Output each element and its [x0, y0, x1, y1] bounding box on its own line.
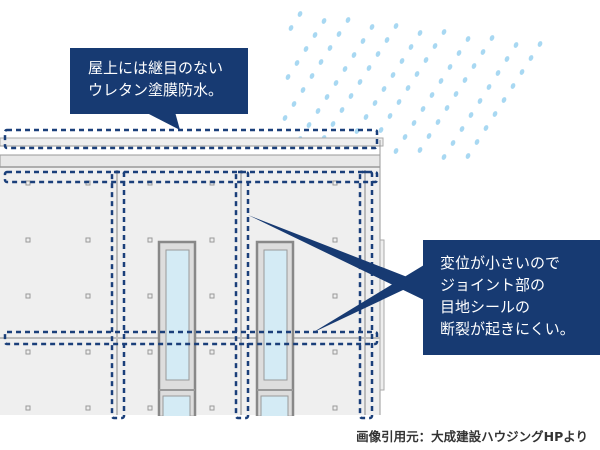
joint-callout: 変位が小さいので ジョイント部の 目地シールの 断裂が起きにくい。: [423, 240, 600, 355]
joint-callout-line: 変位が小さいので: [440, 254, 561, 272]
joint-callout-line: 目地シールの: [440, 298, 531, 316]
roof-pointer: [145, 112, 180, 130]
roof-callout-line: 屋上には継目のない: [88, 59, 224, 77]
joint-callout-line: ジョイント部の: [440, 276, 546, 294]
roof-callout-line: ウレタン塗膜防水。: [88, 81, 224, 99]
image-credit: 画像引用元：大成建設ハウジングHPより: [356, 429, 588, 444]
joint-pointer: [248, 215, 424, 333]
dashed-joint-outlines: [3, 128, 379, 420]
window-right: [255, 240, 295, 422]
joint-callout-line: 断裂が起きにくい。: [440, 320, 575, 338]
roof-callout: 屋上には継目のない ウレタン塗膜防水。: [70, 48, 248, 114]
